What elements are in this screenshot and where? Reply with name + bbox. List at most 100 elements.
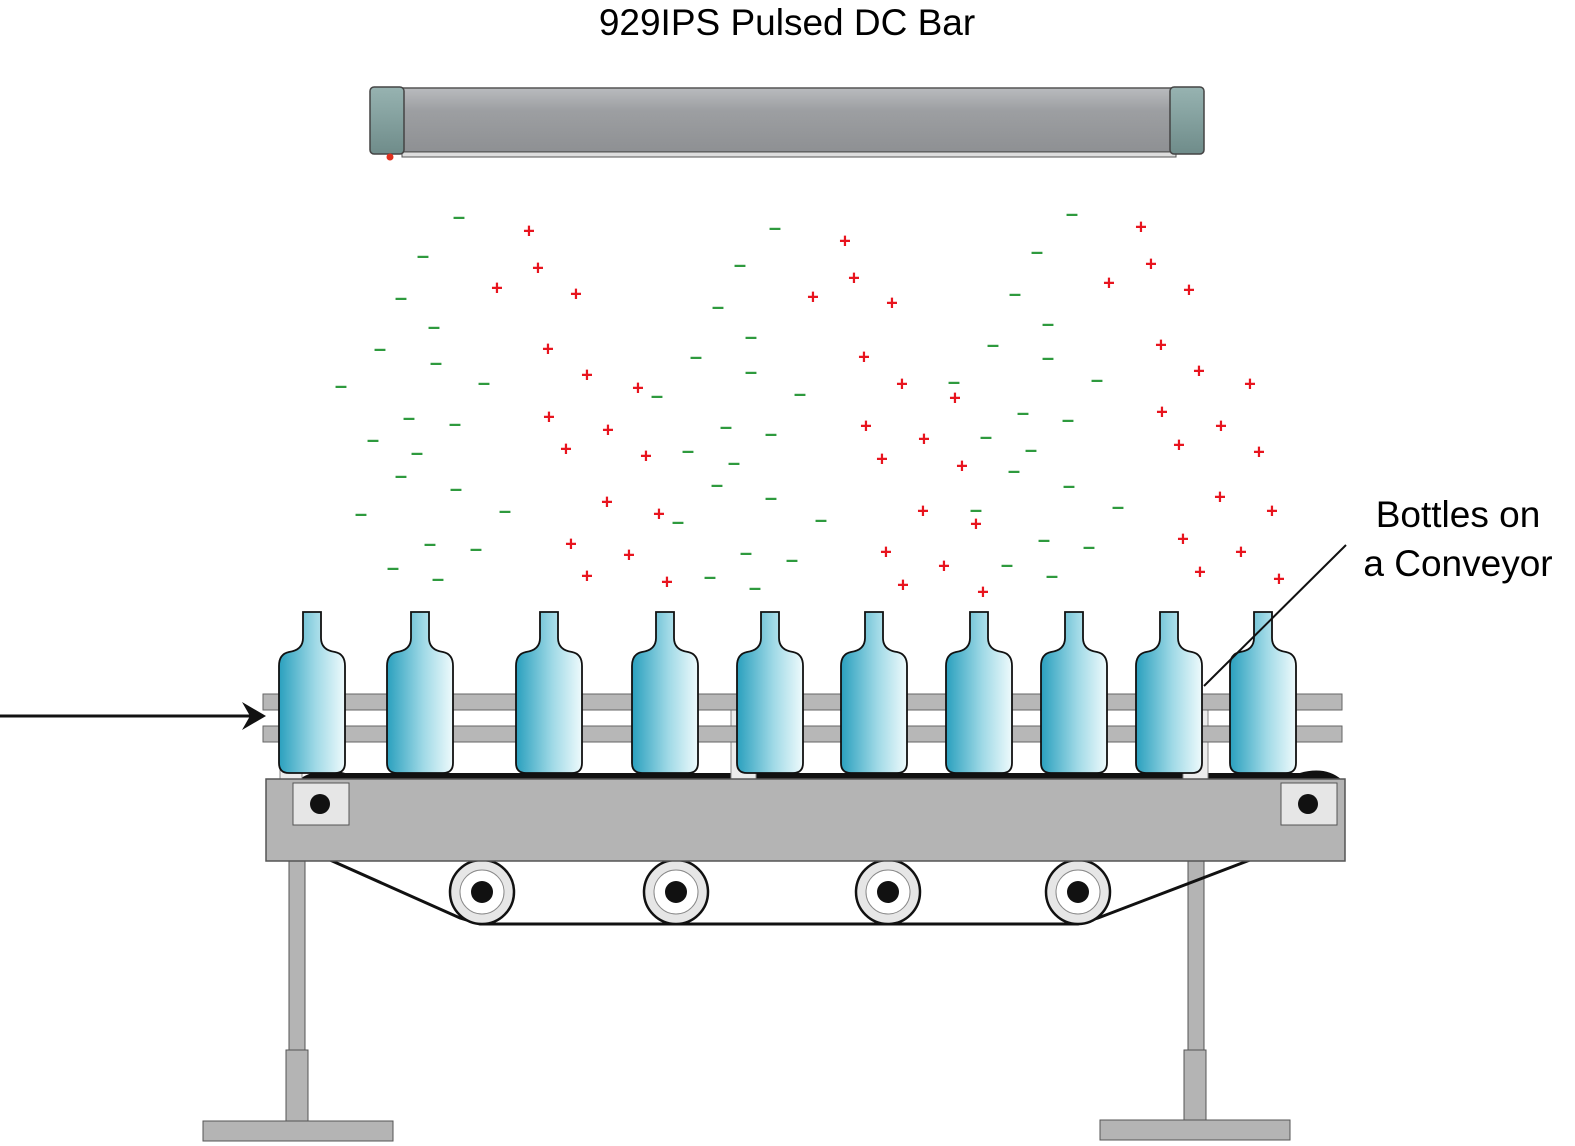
negative-ion-icon: – [417, 243, 429, 268]
positive-ion-icon: + [896, 373, 908, 395]
positive-ion-icon: + [839, 230, 851, 252]
positive-ion-icon: + [1183, 279, 1195, 301]
ionizer-bar [369, 86, 1205, 161]
negative-ion-icon: – [1001, 552, 1013, 577]
negative-ion-icon: – [470, 536, 482, 561]
bottle-icon [1229, 611, 1297, 774]
conveyor-frame [265, 778, 1346, 862]
negative-ion-icon: – [765, 421, 777, 446]
conveyor-legs [202, 859, 1291, 1142]
negative-ion-icon: – [740, 540, 752, 565]
positive-ion-icon: + [1244, 373, 1256, 395]
bottle-icon [386, 611, 454, 774]
bottle-icon [1135, 611, 1203, 774]
rollers [448, 858, 1112, 926]
negative-ion-icon: – [1042, 311, 1054, 336]
positive-ion-icon: + [661, 571, 673, 593]
negative-ion-icon: – [387, 555, 399, 580]
callout-label-line2: a Conveyor [1363, 543, 1552, 584]
positive-ion-icon: + [653, 503, 665, 525]
negative-ion-icon: – [1017, 400, 1029, 425]
positive-ion-icon: + [1156, 401, 1168, 423]
negative-ion-icon: – [432, 566, 444, 591]
positive-ion-icon: + [876, 448, 888, 470]
negative-ion-icon: – [403, 405, 415, 430]
positive-ion-icon: + [543, 406, 555, 428]
positive-ion-icon: + [917, 500, 929, 522]
positive-ion-icon: + [623, 544, 635, 566]
negative-ion-icon: – [453, 204, 465, 229]
bottle-icon [840, 611, 908, 774]
negative-ion-icon: – [450, 476, 462, 501]
left-leg-sleeve [285, 1049, 309, 1123]
negative-ion-icon: – [499, 498, 511, 523]
positive-ion-icon: + [807, 286, 819, 308]
positive-ion-icon: + [1103, 272, 1115, 294]
positive-ion-icon: + [491, 277, 503, 299]
negative-ion-icon: – [411, 440, 423, 465]
negative-ion-icon: – [765, 485, 777, 510]
negative-ion-icon: – [1062, 407, 1074, 432]
negative-ion-icon: – [786, 547, 798, 572]
bottles [278, 611, 1297, 774]
positive-ion-icon: + [560, 438, 572, 460]
negative-ion-icon: – [1025, 437, 1037, 462]
positive-ion-icon: + [523, 220, 535, 242]
negative-ion-icon: – [987, 332, 999, 357]
negative-ion-icon: – [1066, 201, 1078, 226]
positive-ion-icon: + [542, 338, 554, 360]
negative-ion-icon: – [1008, 458, 1020, 483]
positive-ion-icon: + [918, 428, 930, 450]
negative-ion-icon: – [745, 324, 757, 349]
positive-ion-icon: + [581, 565, 593, 587]
roller-icon [642, 858, 710, 926]
positive-ion-icon: + [1215, 415, 1227, 437]
bottle-icon [736, 611, 804, 774]
negative-ion-icon: – [1042, 345, 1054, 370]
negative-ion-icon: – [980, 424, 992, 449]
negative-ion-icon: – [745, 359, 757, 384]
positive-ion-icon: + [1173, 434, 1185, 456]
callout-label-line1: Bottles on [1376, 494, 1541, 535]
positive-ion-icon: + [1266, 500, 1278, 522]
negative-ion-icon: – [1091, 367, 1103, 392]
negative-ion-icon: – [1009, 281, 1021, 306]
positive-ion-icon: + [601, 491, 613, 513]
positive-ion-icon: + [858, 346, 870, 368]
negative-ion-icon: – [1083, 534, 1095, 559]
positive-ion-icon: + [570, 283, 582, 305]
negative-ion-icon: – [728, 450, 740, 475]
negative-ion-icon: – [1038, 527, 1050, 552]
negative-ion-icon: – [449, 411, 461, 436]
negative-ion-icon: – [704, 564, 716, 589]
negative-ion-icon: – [794, 381, 806, 406]
negative-ion-icon: – [734, 252, 746, 277]
callout-leader-line [1203, 544, 1347, 687]
positive-ion-icon: + [897, 574, 909, 596]
positive-ion-icon: + [860, 415, 872, 437]
negative-ion-icon: – [749, 575, 761, 600]
bottle-icon [945, 611, 1013, 774]
left-foot [202, 1120, 394, 1142]
roller-icon [854, 858, 922, 926]
indicator-led-icon [386, 153, 394, 161]
negative-ion-icon: – [769, 215, 781, 240]
negative-ion-icon: – [720, 414, 732, 439]
left-leg [288, 859, 306, 1053]
negative-ion-icon: – [424, 531, 436, 556]
negative-ion-icon: – [682, 438, 694, 463]
positive-ion-icon: + [632, 377, 644, 399]
bottle-icon [515, 611, 583, 774]
positive-ion-icon: + [1177, 528, 1189, 550]
negative-ion-icon: – [367, 427, 379, 452]
right-leg-sleeve [1183, 1049, 1207, 1123]
positive-ion-icon: + [602, 419, 614, 441]
negative-ion-icon: – [395, 463, 407, 488]
negative-ion-icon: – [690, 344, 702, 369]
diagram-title: 929IPS Pulsed DC Bar [599, 2, 975, 43]
negative-ion-icon: – [430, 350, 442, 375]
negative-ion-icon: – [355, 501, 367, 526]
positive-ion-icon: + [1155, 334, 1167, 356]
positive-ion-icon: + [880, 541, 892, 563]
